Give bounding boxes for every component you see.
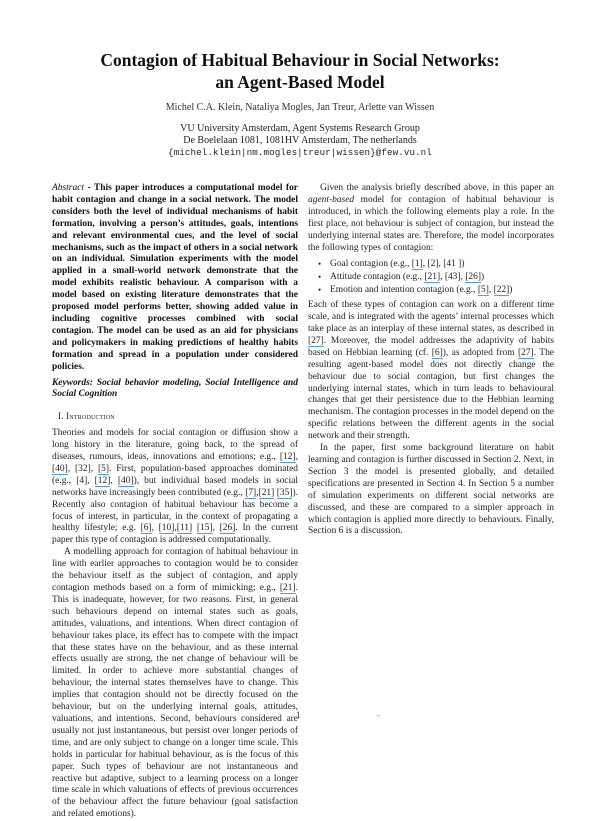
text-run: . This is inadequate, however, for two r… (52, 583, 298, 820)
citation-link[interactable]: [27] (308, 335, 324, 347)
section-heading-introduction: I. Introduction (52, 411, 298, 423)
citation-link[interactable]: [26] (219, 523, 236, 535)
citation-link[interactable]: [12] (94, 475, 111, 487)
citation-link[interactable]: [22] (493, 284, 510, 296)
citation-link[interactable]: [5] (477, 284, 489, 296)
citation-link[interactable]: [7] (245, 487, 257, 499)
text-run: , (212, 523, 220, 534)
text-run: , (295, 452, 298, 463)
intro-paragraph-3: Given the analysis briefly described abo… (308, 183, 554, 254)
citation-link[interactable]: [6] (140, 523, 152, 535)
text-run: , (256, 487, 259, 498)
page-number: 1 (296, 711, 301, 721)
citation-link[interactable]: [40] (52, 463, 68, 475)
citation-link[interactable]: [12] (279, 452, 296, 464)
text-run: ) (481, 272, 485, 283)
text-run: , (488, 284, 494, 295)
author-list: Michel C.A. Klein, Nataliya Mogles, Jan … (165, 102, 435, 113)
section-number: I. (58, 411, 67, 422)
intro-paragraph-2: A modelling approach for contagion of ha… (52, 547, 298, 821)
text-run: ), but individual based models in social… (52, 475, 299, 498)
text-run: , (110, 475, 118, 486)
text-run: , [2], [41 ]) (422, 259, 465, 270)
citation-link[interactable]: [35] (276, 487, 293, 499)
left-column: Abstract - This paper introduces a compu… (52, 183, 298, 821)
text-run: Emotion and intention contagion (e.g., (330, 284, 478, 295)
citation-link[interactable]: [6] (431, 347, 443, 359)
affiliation-line-1: VU University Amsterdam, Agent Systems R… (180, 123, 420, 134)
text-run: . The resulting agent-based model does n… (308, 347, 554, 442)
text-run: Given the analysis briefly described abo… (320, 183, 554, 193)
abstract-label: Abstract (52, 183, 84, 193)
intro-paragraph-5: In the paper, first some background lite… (308, 443, 554, 537)
intro-paragraph-4: Each of these types of contagion can wor… (308, 300, 554, 443)
paper-title: Contagion of Habitual Behaviour in Socia… (0, 49, 600, 93)
intro-paragraph-1: Theories and models for social contagion… (52, 428, 298, 547)
list-item-emotion-intention-contagion: Emotion and intention contagion (e.g., [… (318, 284, 554, 297)
text-run: ), as adopted from (442, 347, 518, 358)
text-run: A modelling approach for contagion of ha… (52, 547, 298, 593)
text-run: Attitude contagion (e.g., (330, 272, 425, 283)
emphasis-agent-based: agent-based (308, 194, 355, 205)
text-run: Goal contagion (e.g., (330, 259, 412, 270)
abstract-text: - This paper introduces a computational … (52, 183, 298, 372)
section-title: Introduction (66, 411, 115, 422)
affiliation-line-2: De Boelelaan 1081, 1081HV Amsterdam, The… (183, 135, 417, 146)
citation-link[interactable]: [21] (258, 487, 275, 499)
text-run: , (174, 523, 177, 534)
title-line-1: Contagion of Habitual Behaviour in Socia… (100, 50, 500, 70)
text-run: , [32], (67, 463, 99, 474)
text-run: . First, population-based approaches dom… (52, 463, 298, 486)
citation-link[interactable]: [26] (465, 272, 481, 284)
text-run: Each of these types of contagion can wor… (308, 300, 554, 335)
abstract: Abstract - This paper introduces a compu… (52, 183, 298, 374)
citation-link[interactable]: [10] (158, 523, 175, 535)
citation-link[interactable]: [1] (411, 259, 423, 271)
text-run: . In the current paper this type of cont… (52, 523, 298, 546)
citation-link[interactable]: [5] (98, 463, 110, 475)
citation-link[interactable]: [15] (196, 523, 213, 535)
text-run: ) (509, 284, 513, 295)
text-run: ). Recently also contagion of habitual b… (52, 487, 298, 534)
text-run: model for contagion of habitual behaviou… (308, 194, 554, 253)
citation-link[interactable]: [21] (279, 583, 296, 594)
citation-link[interactable]: [11] (176, 523, 193, 535)
title-line-2: an Agent-Based Model (215, 72, 385, 92)
text-run: Theories and models for social contagion… (52, 428, 298, 463)
right-column: Given the analysis briefly described abo… (308, 183, 554, 538)
citation-link[interactable]: [21] (424, 272, 441, 284)
list-item-attitude-contagion: Attitude contagion (e.g., [21], [43], [2… (318, 271, 554, 284)
contagion-types-list: Goal contagion (e.g., [1], [2], [41 ]) A… (308, 258, 554, 296)
text-run: , (151, 523, 159, 534)
footer-mark: - (377, 710, 380, 720)
citation-link[interactable]: [40] (117, 475, 134, 487)
author-emails: {michel.klein|nm.mogles|treur|wissen}@fe… (168, 147, 432, 158)
text-run: . Moreover, the model addresses the adap… (308, 335, 554, 358)
affiliation: VU University Amsterdam, Agent Systems R… (0, 123, 600, 159)
keywords: Keywords: Social behavior modeling, Soci… (52, 377, 298, 400)
list-item-goal-contagion: Goal contagion (e.g., [1], [2], [41 ]) (318, 258, 554, 271)
citation-link[interactable]: [27] (517, 347, 534, 359)
text-run: , [43], (440, 272, 466, 283)
